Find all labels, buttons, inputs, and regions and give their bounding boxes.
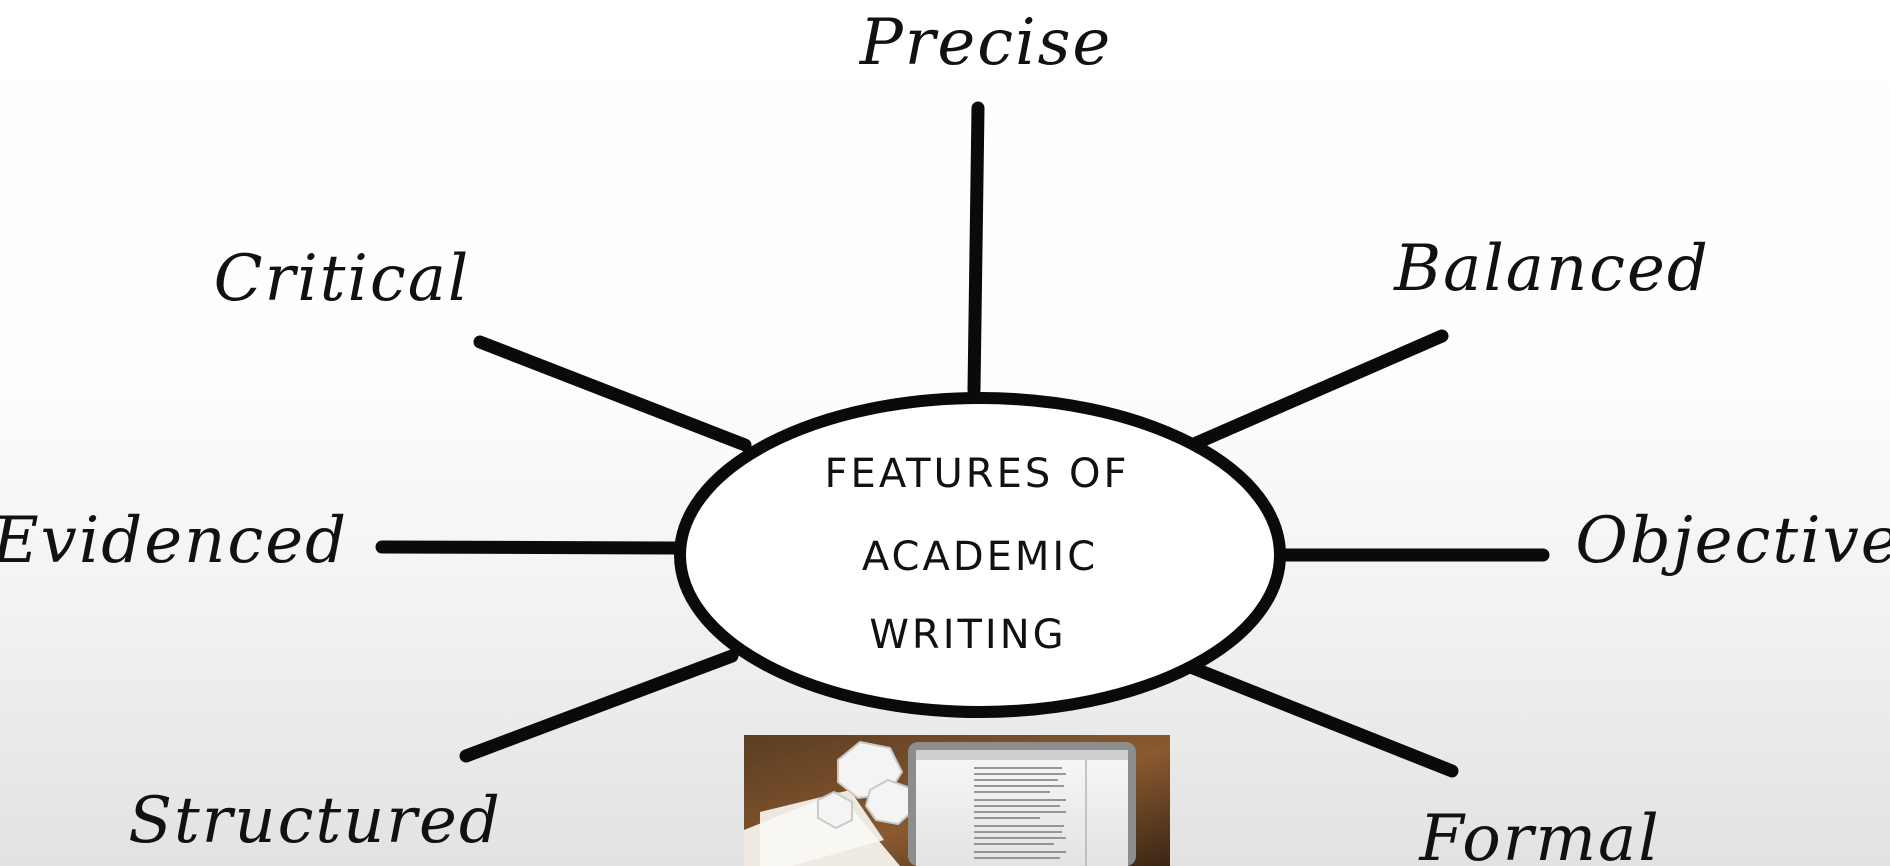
hub-line-2: ACADEMIC [862,534,1098,580]
feature-formal: Formal [1418,802,1660,866]
hub-line-1: FEATURES OF [825,451,1130,497]
spoke-evidenced [375,540,682,555]
feature-structured: Structured [128,784,502,858]
hub-ellipse [674,392,1286,718]
spoke-balanced [1178,329,1449,455]
spoke-precise [967,101,985,397]
spoke-critical [473,335,752,452]
feature-balanced: Balanced [1393,232,1710,306]
spoke-structured [459,649,739,763]
spokes [375,101,1550,778]
feature-critical: Critical [214,242,471,316]
spoke-formal [1186,661,1459,778]
feature-evidenced: Evidenced [0,504,348,578]
hub-line-3: WRITING [869,612,1066,658]
laptop-with-crumpled-paper-photo [744,735,1170,866]
feature-precise: Precise [859,6,1113,80]
feature-objective: Objective [1575,504,1890,578]
